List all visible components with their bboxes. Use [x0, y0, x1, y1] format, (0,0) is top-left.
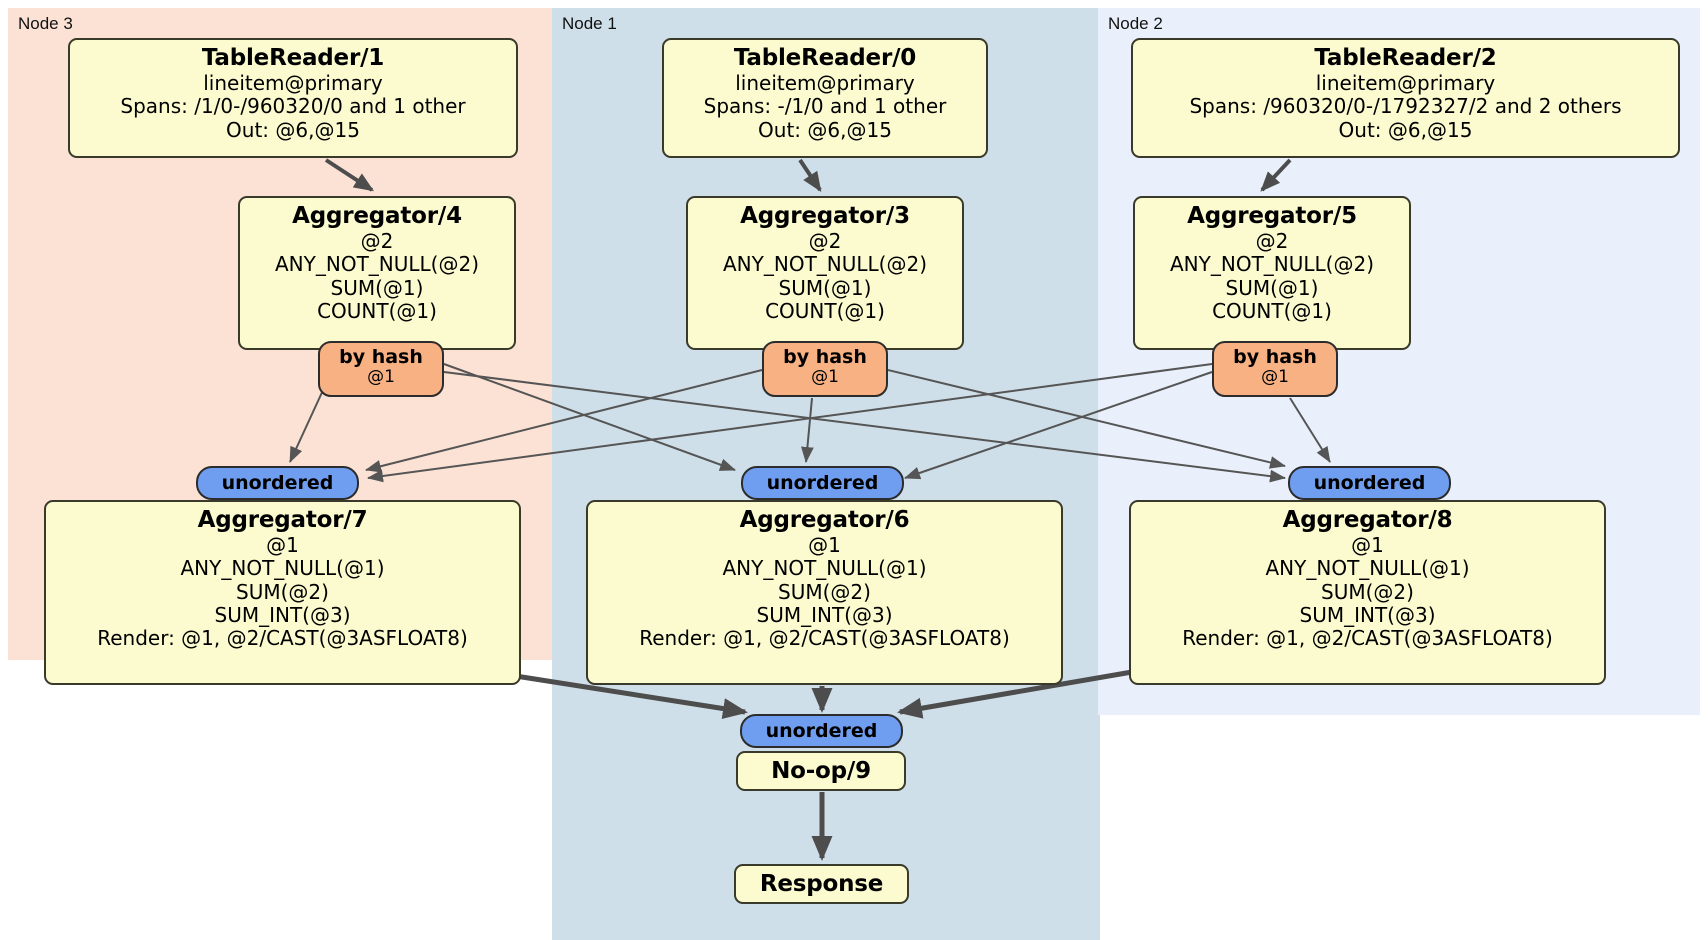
processor-detail-line: Spans: /960320/0-/1792327/2 and 2 others: [1189, 94, 1622, 119]
processor-detail-line: ANY_NOT_NULL(@1): [722, 556, 927, 581]
processor-detail-line: @1: [808, 532, 841, 557]
processor-detail-line: ANY_NOT_NULL(@1): [1265, 556, 1470, 581]
hash-router-hash4[interactable]: by hash@1: [318, 341, 444, 397]
processor-detail-line: ANY_NOT_NULL(@2): [1170, 252, 1374, 277]
unordered-label: unordered: [221, 472, 334, 494]
processor-detail-line: SUM(@2): [1321, 579, 1414, 604]
processor-detail-line: lineitem@primary: [203, 70, 383, 95]
processor-detail-line: Render: @1, @2/CAST(@3ASFLOAT8): [97, 626, 468, 651]
unordered-synchronizer-unord9[interactable]: unordered: [740, 714, 903, 748]
hash-router-hash3[interactable]: by hash@1: [762, 341, 888, 397]
processor-detail-line: COUNT(@1): [765, 299, 885, 324]
hash-router-column: @1: [1261, 366, 1289, 387]
hash-router-label: by hash: [1233, 346, 1317, 368]
processor-box-response[interactable]: Response: [734, 864, 909, 904]
unordered-label: unordered: [1313, 472, 1426, 494]
processor-title: Aggregator/4: [292, 203, 462, 229]
processor-detail-line: COUNT(@1): [1212, 299, 1332, 324]
processor-detail-line: SUM(@1): [1225, 275, 1319, 300]
processor-detail-line: @2: [1255, 228, 1289, 253]
hash-router-column: @1: [811, 366, 839, 387]
hash-router-label: by hash: [783, 346, 867, 368]
processor-title: Aggregator/6: [739, 507, 910, 533]
node-region-label: Node 1: [562, 14, 617, 33]
processor-detail-line: Render: @1, @2/CAST(@3ASFLOAT8): [1182, 626, 1553, 651]
hash-router-label: by hash: [339, 346, 423, 368]
processor-detail-line: Out: @6,@15: [1338, 117, 1473, 142]
processor-detail-line: @1: [266, 532, 299, 557]
processor-title: Aggregator/8: [1282, 507, 1453, 533]
processor-detail-line: @2: [360, 228, 394, 253]
processor-detail-line: SUM_INT(@3): [1299, 603, 1436, 628]
processor-detail-line: SUM(@1): [778, 275, 872, 300]
processor-detail-line: Spans: -/1/0 and 1 other: [703, 94, 947, 119]
processor-title: No-op/9: [771, 758, 871, 784]
unordered-label: unordered: [766, 472, 879, 494]
processor-title: Aggregator/5: [1187, 203, 1357, 229]
processor-box-noop9[interactable]: No-op/9: [736, 751, 906, 791]
node-region-label: Node 3: [18, 14, 73, 33]
processor-detail-line: lineitem@primary: [735, 70, 915, 95]
processor-detail-line: lineitem@primary: [1315, 70, 1496, 95]
hash-router-hash5[interactable]: by hash@1: [1212, 341, 1338, 397]
processor-title: TableReader/0: [733, 45, 917, 71]
processor-title: Response: [759, 871, 884, 897]
processor-detail-line: @1: [1351, 532, 1384, 557]
processor-title: Aggregator/7: [197, 507, 368, 533]
processor-detail-line: SUM(@1): [330, 275, 424, 300]
unordered-synchronizer-unord7[interactable]: unordered: [196, 466, 359, 500]
unordered-synchronizer-unord8[interactable]: unordered: [1288, 466, 1451, 500]
processor-title: Aggregator/3: [740, 203, 910, 229]
processor-detail-line: ANY_NOT_NULL(@2): [275, 252, 479, 277]
processor-detail-line: @2: [808, 228, 842, 253]
processor-detail-line: ANY_NOT_NULL(@1): [180, 556, 385, 581]
node-region-label: Node 2: [1108, 14, 1163, 33]
unordered-label: unordered: [765, 720, 878, 742]
processor-detail-line: ANY_NOT_NULL(@2): [723, 252, 927, 277]
processor-title: TableReader/1: [201, 45, 385, 71]
processor-detail-line: SUM(@2): [778, 579, 871, 604]
unordered-synchronizer-unord6[interactable]: unordered: [741, 466, 904, 500]
processor-detail-line: SUM_INT(@3): [214, 603, 351, 628]
processor-detail-line: COUNT(@1): [317, 299, 437, 324]
processor-detail-line: Out: @6,@15: [758, 117, 892, 142]
hash-router-column: @1: [367, 366, 395, 387]
processor-detail-line: Spans: /1/0-/960320/0 and 1 other: [120, 94, 466, 119]
processor-detail-line: SUM(@2): [236, 579, 329, 604]
processor-detail-line: Render: @1, @2/CAST(@3ASFLOAT8): [639, 626, 1010, 651]
processor-title: TableReader/2: [1314, 45, 1497, 71]
processor-detail-line: Out: @6,@15: [226, 117, 360, 142]
processor-detail-line: SUM_INT(@3): [756, 603, 893, 628]
